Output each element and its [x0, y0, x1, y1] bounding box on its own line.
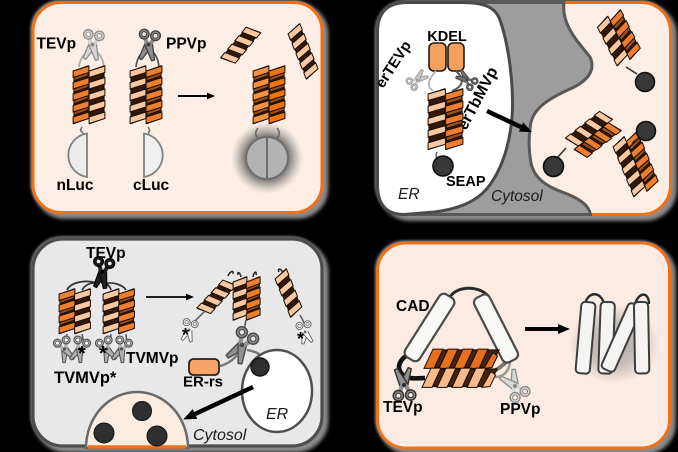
svg-text:TVMVp: TVMVp [126, 350, 179, 367]
svg-text:PPVp: PPVp [166, 36, 206, 53]
svg-text:*: * [297, 329, 304, 349]
svg-text:ER: ER [266, 406, 289, 423]
svg-text:nLuc: nLuc [57, 177, 94, 194]
svg-text:*: * [99, 343, 107, 365]
svg-text:Cytosol: Cytosol [491, 188, 543, 205]
svg-text:TEVp: TEVp [383, 399, 423, 416]
svg-text:*: * [182, 325, 189, 345]
svg-text:SEAP: SEAP [446, 174, 486, 190]
svg-text:KDEL: KDEL [427, 29, 467, 45]
svg-text:ER: ER [398, 186, 420, 203]
svg-text:Cytosol: Cytosol [193, 427, 247, 444]
svg-text:TVMVp*: TVMVp* [54, 369, 117, 387]
svg-text:CAD: CAD [396, 298, 430, 315]
svg-text:cLuc: cLuc [133, 177, 170, 194]
svg-text:TEVp: TEVp [37, 36, 77, 53]
svg-text:ER-rs: ER-rs [183, 374, 223, 391]
svg-text:*: * [78, 343, 86, 365]
svg-text:PPVp: PPVp [500, 401, 540, 418]
svg-text:TEVp: TEVp [86, 245, 126, 262]
